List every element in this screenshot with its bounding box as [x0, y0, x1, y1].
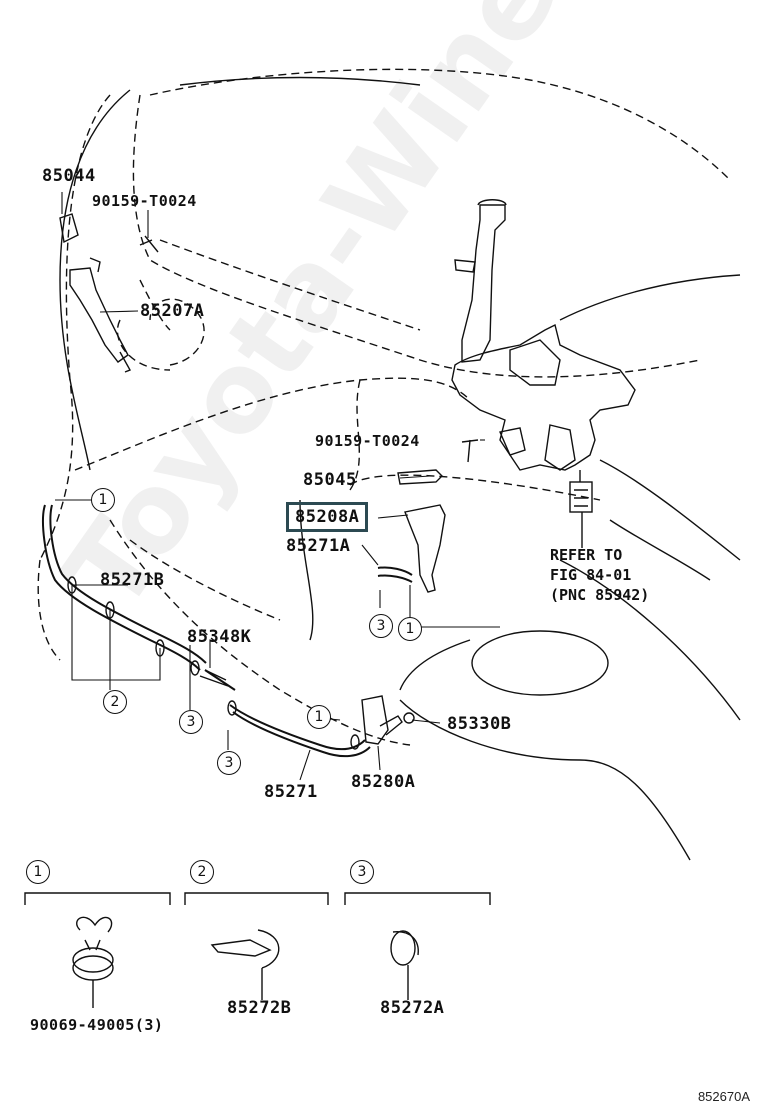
legend-callout-1: 1 — [26, 860, 50, 884]
body-outline — [37, 68, 731, 746]
label-85348K: 85348K — [187, 627, 252, 647]
label-85330B: 85330B — [447, 714, 512, 734]
left-nozzle-assembly — [59, 213, 159, 373]
callout-1-pump-hose: 1 — [307, 705, 331, 729]
callout-3-joint: 3 — [179, 710, 203, 734]
label-85208A-highlighted: 85208A — [286, 502, 369, 532]
refer-note-line-3: (PNC 85942) — [550, 586, 650, 604]
joint-85348K — [199, 669, 229, 687]
clamp-85272A-illustration — [390, 930, 419, 1000]
washer-pump — [361, 695, 415, 745]
callout-2-hose-clamps: 2 — [103, 690, 127, 714]
clamp-85272B-illustration — [210, 929, 280, 1000]
label-90069-49005: 90069-49005(3) — [30, 1016, 164, 1034]
legend-callout-3: 3 — [350, 860, 374, 884]
callout-1-right-hose: 1 — [398, 617, 422, 641]
refer-note-line-1: REFER TO — [550, 546, 623, 564]
refer-note-line-2: FIG 84-01 — [550, 566, 632, 584]
label-85271A: 85271A — [286, 536, 351, 556]
washer-pump-motor — [569, 481, 593, 513]
label-85272A: 85272A — [380, 998, 445, 1018]
leader-lines — [55, 192, 500, 781]
label-85044: 85044 — [42, 166, 96, 186]
label-85045: 85045 — [303, 470, 357, 490]
callout-3-right-hose: 3 — [369, 614, 393, 638]
fog-lamp-outline — [471, 630, 609, 696]
fender-lines — [59, 76, 741, 861]
legend-separators — [24, 892, 491, 905]
refer-to-note: REFER TO FIG 84-01 (PNC 85942) — [550, 545, 649, 605]
label-85271: 85271 — [264, 782, 318, 802]
right-nozzle-assembly — [397, 439, 479, 593]
label-90159-mid: 90159-T0024 — [315, 432, 420, 450]
label-85207A: 85207A — [140, 301, 205, 321]
washer-tank — [451, 199, 636, 471]
legend-callout-2: 2 — [190, 860, 214, 884]
label-85272B: 85272B — [227, 998, 292, 1018]
clip-90069-illustration — [72, 916, 114, 1008]
label-85280A: 85280A — [351, 772, 416, 792]
label-85271B: 85271B — [100, 570, 165, 590]
callout-1-left-hose: 1 — [91, 488, 115, 512]
hoses — [42, 504, 413, 758]
diagram-number: 852670A — [697, 1089, 750, 1104]
callout-3-hose: 3 — [217, 751, 241, 775]
label-90159-top: 90159-T0024 — [92, 192, 197, 210]
